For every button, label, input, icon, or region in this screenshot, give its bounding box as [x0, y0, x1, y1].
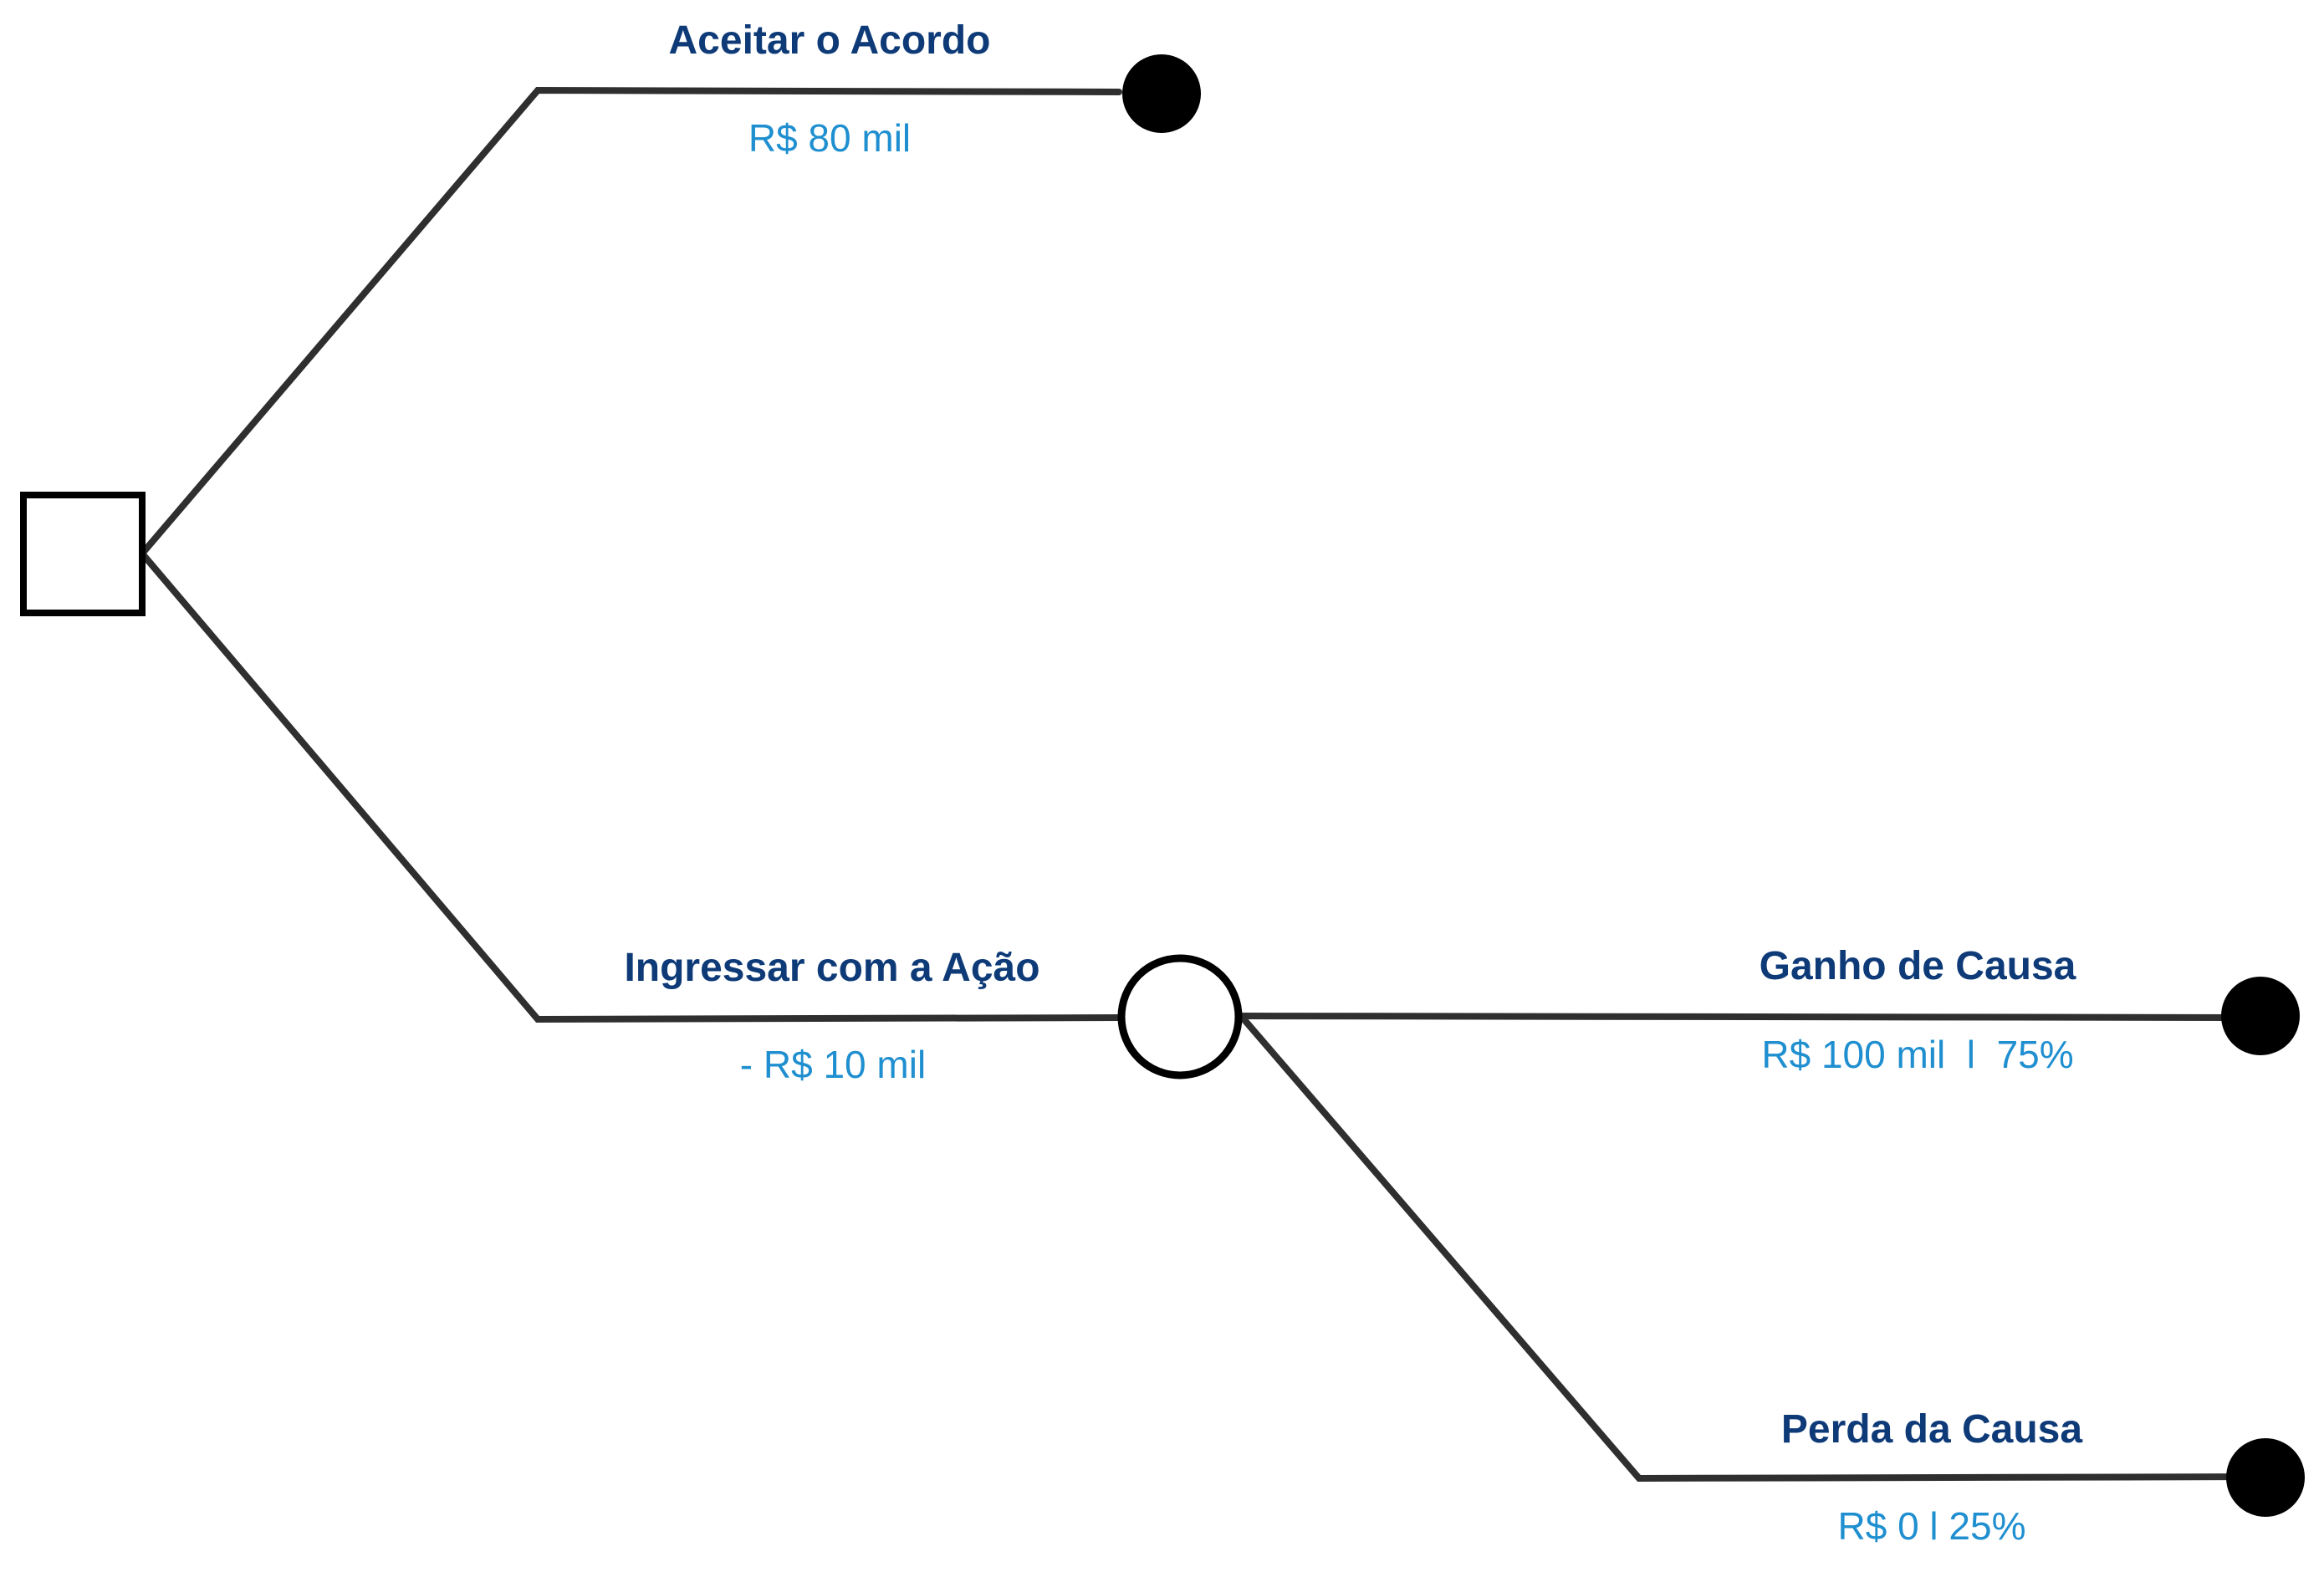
branch-accept-title: Aceitar o Acordo	[669, 18, 991, 63]
edge-chance-to-win	[1238, 1013, 2264, 1021]
branch-sue-value: - R$ 10 mil	[740, 1043, 926, 1086]
edge-decision-to-sue	[139, 550, 1124, 1023]
decision-square-icon	[20, 492, 146, 616]
branch-accept-value: R$ 80 mil	[748, 116, 911, 160]
chance-circle-icon	[1117, 954, 1243, 1079]
terminal-win-icon	[2221, 977, 2300, 1055]
edge-chance-to-lose	[1238, 1013, 2270, 1483]
branch-win-title: Ganho de Causa	[1760, 944, 2076, 988]
branch-lose-title: Perda da Causa	[1781, 1407, 2082, 1452]
edge-decision-to-accept	[139, 86, 1122, 557]
branch-lose-value: R$ 0 l 25%	[1837, 1504, 2025, 1548]
branch-win-value: R$ 100 mil l 75%	[1761, 1033, 2073, 1076]
terminal-lose-icon	[2226, 1438, 2305, 1517]
terminal-accept-icon	[1122, 54, 1201, 133]
branch-sue-title: Ingressar com a Ação	[624, 946, 1039, 990]
